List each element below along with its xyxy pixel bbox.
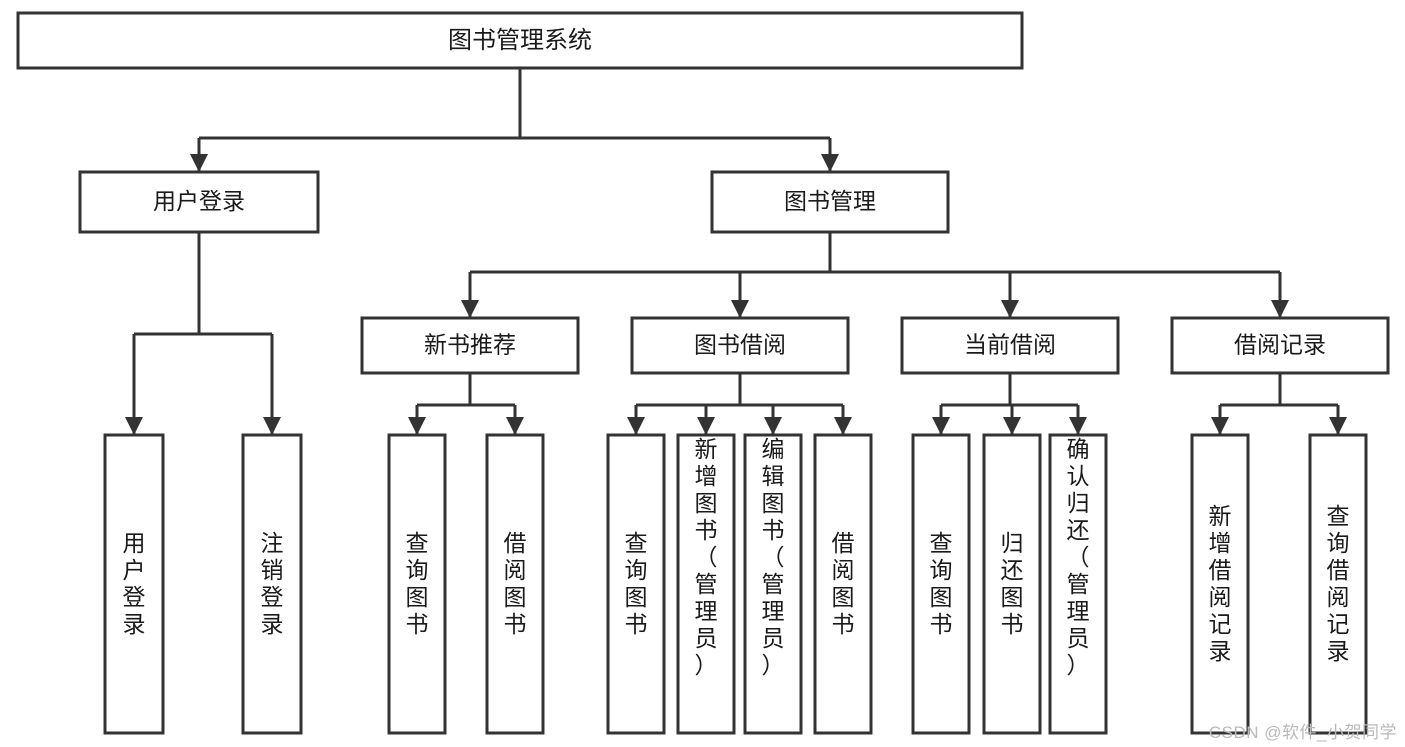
leaf-node-label: 查询图书 bbox=[625, 530, 648, 637]
leaf-node-box[interactable] bbox=[241, 433, 303, 735]
leaf-node-box[interactable] bbox=[813, 433, 873, 735]
leaf-node-借阅图书[interactable]: 借阅图书 bbox=[485, 433, 545, 735]
level3-node-label: 新书推荐 bbox=[424, 332, 516, 358]
leaf-node-借阅图书[interactable]: 借阅图书 bbox=[813, 433, 873, 735]
leaf-node-编辑图书（管理员）[interactable]: 编辑图书（管理员） bbox=[743, 433, 803, 735]
leaf-node-box[interactable] bbox=[1308, 433, 1368, 735]
group-1-to-leaves-arrow-icon-1 bbox=[697, 417, 715, 435]
level3-node-新书推荐[interactable]: 新书推荐 bbox=[360, 316, 580, 375]
leaf-node-label: 借阅图书 bbox=[832, 530, 855, 637]
leaf-node-label: 查询借阅记录 bbox=[1327, 503, 1350, 664]
leaf-node-注销登录[interactable]: 注销登录 bbox=[241, 433, 303, 735]
book-management-to-level3-arrow-icon-0 bbox=[461, 300, 479, 318]
level3-node-label: 图书借阅 bbox=[694, 332, 786, 358]
leaf-node-box[interactable] bbox=[676, 433, 736, 735]
leaf-node-box[interactable] bbox=[743, 433, 803, 735]
leaf-node-box[interactable] bbox=[1190, 433, 1250, 735]
leaf-node-label: 新增图书（管理员） bbox=[695, 436, 718, 678]
group-0-to-leaves-arrow-icon-1 bbox=[506, 417, 524, 435]
leaf-node-box[interactable] bbox=[1048, 433, 1108, 735]
book-management-to-level3-arrow-icon-3 bbox=[1271, 300, 1289, 318]
level2-node-label: 用户登录 bbox=[153, 188, 245, 214]
level3-node-box[interactable] bbox=[1170, 316, 1390, 375]
group-3-to-leaves-arrow-icon-0 bbox=[1211, 417, 1229, 435]
group-1-to-leaves-arrow-icon-2 bbox=[764, 417, 782, 435]
leaf-node-label: 用户登录 bbox=[123, 530, 146, 637]
level3-node-当前借阅[interactable]: 当前借阅 bbox=[900, 316, 1120, 375]
leaf-node-新增图书（管理员）[interactable]: 新增图书（管理员） bbox=[676, 433, 736, 735]
leaf-node-label: 确认归还（管理员） bbox=[1067, 436, 1090, 678]
leaf-node-label: 编辑图书（管理员） bbox=[762, 436, 785, 678]
leaf-node-label: 注销登录 bbox=[261, 530, 284, 637]
group-3-to-leaves-arrow-icon-1 bbox=[1329, 417, 1347, 435]
root-node-label: 图书管理系统 bbox=[448, 27, 592, 54]
level3-node-box[interactable] bbox=[900, 316, 1120, 375]
group-1-to-leaves-arrow-icon-0 bbox=[627, 417, 645, 435]
group-2-to-leaves-arrow-icon-0 bbox=[932, 417, 950, 435]
level2-node-label: 图书管理 bbox=[784, 188, 876, 214]
level3-node-label: 当前借阅 bbox=[964, 332, 1056, 358]
group-0-to-leaves-arrow-icon-0 bbox=[408, 417, 426, 435]
user-login-to-leaves-arrow-icon-0 bbox=[125, 417, 143, 435]
leaf-node-归还图书[interactable]: 归还图书 bbox=[982, 433, 1042, 735]
leaf-node-label: 归还图书 bbox=[1001, 530, 1024, 637]
level3-node-label: 借阅记录 bbox=[1234, 332, 1326, 358]
group-1-to-leaves-arrow-icon-3 bbox=[834, 417, 852, 435]
root-to-level2-arrow-icon-1 bbox=[821, 154, 839, 172]
leaf-node-label: 查询图书 bbox=[930, 530, 953, 637]
connector-layer bbox=[125, 68, 1347, 435]
user-login-to-leaves-arrow-icon-1 bbox=[263, 417, 281, 435]
leaf-node-box[interactable] bbox=[606, 433, 666, 735]
leaf-node-查询借阅记录[interactable]: 查询借阅记录 bbox=[1308, 433, 1368, 735]
leaf-node-box[interactable] bbox=[911, 433, 971, 735]
leaf-node-box[interactable] bbox=[485, 433, 545, 735]
leaf-node-用户登录[interactable]: 用户登录 bbox=[103, 433, 165, 735]
leaf-node-label: 借阅图书 bbox=[504, 530, 527, 637]
group-2-to-leaves-arrow-icon-2 bbox=[1069, 417, 1087, 435]
leaf-node-label: 查询图书 bbox=[406, 530, 429, 637]
leaf-node-label: 新增借阅记录 bbox=[1209, 503, 1232, 664]
level2-node-用户登录[interactable]: 用户登录 bbox=[78, 170, 320, 234]
leaf-node-查询图书[interactable]: 查询图书 bbox=[911, 433, 971, 735]
level3-node-图书借阅[interactable]: 图书借阅 bbox=[630, 316, 850, 375]
book-management-to-level3-arrow-icon-1 bbox=[731, 300, 749, 318]
book-management-to-level3-arrow-icon-2 bbox=[1001, 300, 1019, 318]
root-node-图书管理系统[interactable]: 图书管理系统 bbox=[16, 11, 1024, 70]
node-layer: 图书管理系统用户登录图书管理新书推荐图书借阅当前借阅借阅记录用户登录注销登录查询… bbox=[16, 11, 1390, 735]
leaf-node-查询图书[interactable]: 查询图书 bbox=[387, 433, 447, 735]
level3-node-借阅记录[interactable]: 借阅记录 bbox=[1170, 316, 1390, 375]
root-node-box[interactable] bbox=[16, 11, 1024, 70]
level2-node-图书管理[interactable]: 图书管理 bbox=[710, 170, 950, 234]
level3-node-box[interactable] bbox=[360, 316, 580, 375]
leaf-node-查询图书[interactable]: 查询图书 bbox=[606, 433, 666, 735]
level3-node-box[interactable] bbox=[630, 316, 850, 375]
leaf-node-box[interactable] bbox=[982, 433, 1042, 735]
leaf-node-box[interactable] bbox=[387, 433, 447, 735]
group-2-to-leaves-arrow-icon-1 bbox=[1003, 417, 1021, 435]
leaf-node-box[interactable] bbox=[103, 433, 165, 735]
leaf-node-确认归还（管理员）[interactable]: 确认归还（管理员） bbox=[1048, 433, 1108, 735]
root-to-level2-arrow-icon-0 bbox=[190, 154, 208, 172]
level2-node-box[interactable] bbox=[78, 170, 320, 234]
level2-node-box[interactable] bbox=[710, 170, 950, 234]
leaf-node-新增借阅记录[interactable]: 新增借阅记录 bbox=[1190, 433, 1250, 735]
